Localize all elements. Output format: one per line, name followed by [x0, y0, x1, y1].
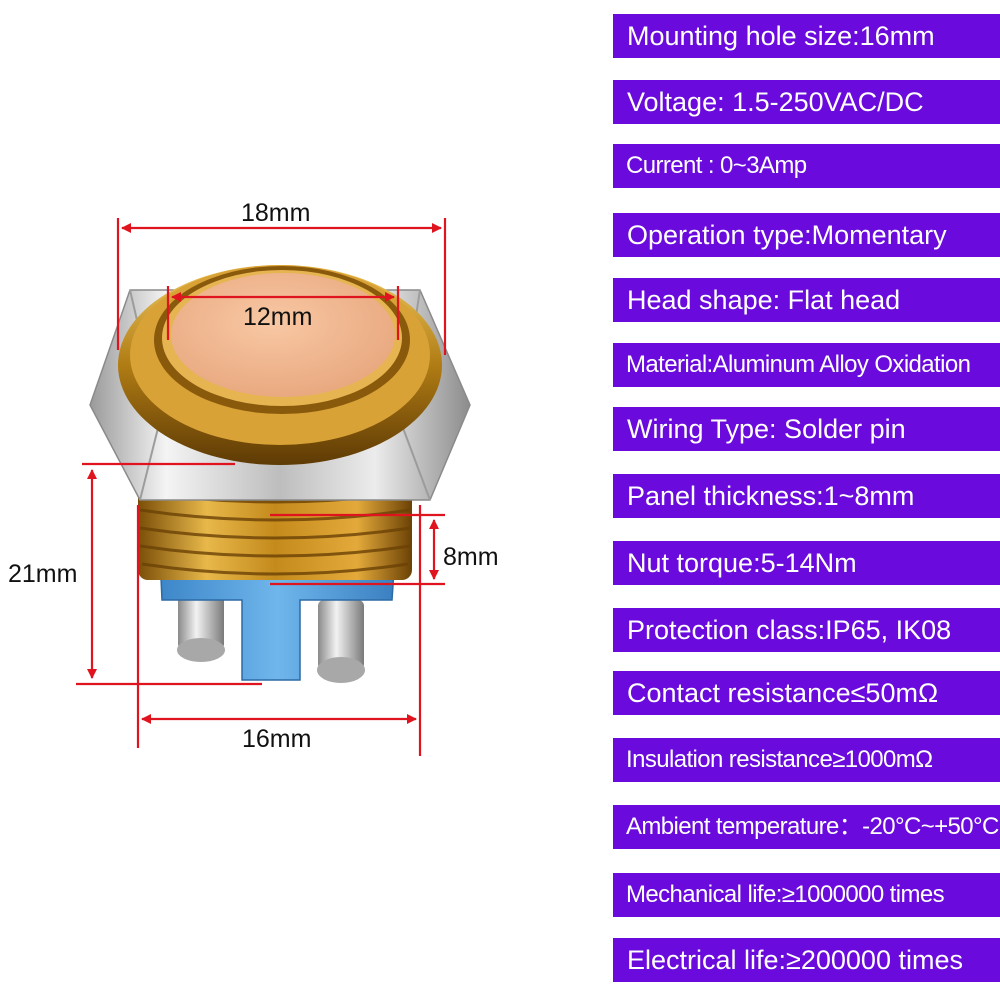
spec-voltage: Voltage: 1.5-250VAC/DC	[613, 80, 1000, 124]
dimension-label-head-width: 12mm	[243, 303, 313, 331]
button-face	[171, 273, 395, 397]
spec-insulation-resistance: Insulation resistance≥1000mΩ	[613, 738, 1000, 782]
spec-list: Mounting hole size:16mm Voltage: 1.5-250…	[613, 0, 1000, 1000]
button-diagram: 18mm 12mm 21mm 8mm 16mm	[8, 199, 499, 756]
spec-head-shape: Head shape: Flat head	[613, 278, 1000, 322]
push-button-illustration	[76, 218, 471, 756]
spec-panel-thickness: Panel thickness:1~8mm	[613, 474, 1000, 518]
spec-mounting-hole: Mounting hole size:16mm	[613, 14, 1000, 58]
solder-pins	[177, 590, 365, 683]
dimension-lines	[76, 218, 447, 756]
button-head	[118, 265, 442, 465]
spec-nut-torque: Nut torque:5-14Nm	[613, 541, 1000, 585]
spec-electrical-life: Electrical life:≥200000 times	[613, 938, 1000, 982]
dimension-label-top-width: 18mm	[241, 199, 311, 227]
spec-operation-type: Operation type:Momentary	[613, 213, 1000, 257]
spec-current: Current : 0~3Amp	[613, 144, 1000, 188]
dimension-label-height: 21mm	[8, 560, 78, 588]
dimension-label-thread-length: 8mm	[443, 543, 499, 571]
dimension-label-body-width: 16mm	[242, 725, 312, 753]
spec-protection-class: Protection class:IP65, IK08	[613, 608, 1000, 652]
spec-material: Material:Aluminum Alloy Oxidation	[613, 343, 1000, 387]
spec-mechanical-life: Mechanical life:≥1000000 times	[613, 873, 1000, 917]
spec-contact-resistance: Contact resistance≤50mΩ	[613, 671, 1000, 715]
spec-ambient-temperature: Ambient temperature：-20°C~+50°C	[613, 805, 1000, 849]
spec-wiring-type: Wiring Type: Solder pin	[613, 407, 1000, 451]
